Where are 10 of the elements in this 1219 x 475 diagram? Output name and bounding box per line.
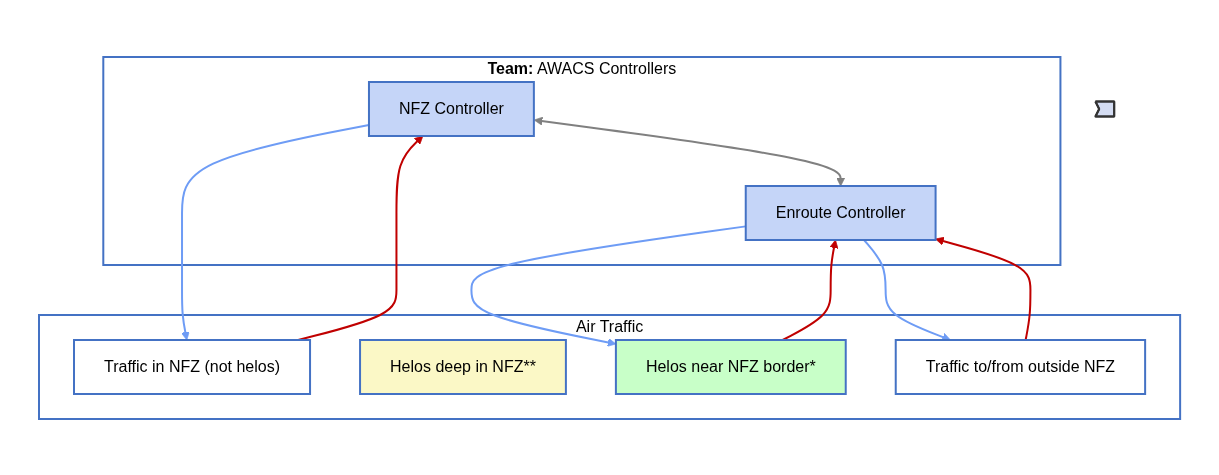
arrow bbox=[935, 236, 1032, 341]
arrow bbox=[862, 238, 951, 341]
node-box: Traffic to/from outside NFZ bbox=[894, 338, 1147, 395]
node-box: Enroute Controller bbox=[744, 184, 937, 241]
node-box: Traffic in NFZ (not helos) bbox=[72, 338, 311, 395]
node-box: Helos deep in NFZ** bbox=[359, 338, 567, 395]
node-box: Helos near NFZ border* bbox=[614, 338, 847, 395]
node-box: NFZ Controller bbox=[367, 80, 535, 137]
arrow bbox=[781, 239, 839, 341]
arrow bbox=[533, 116, 845, 186]
